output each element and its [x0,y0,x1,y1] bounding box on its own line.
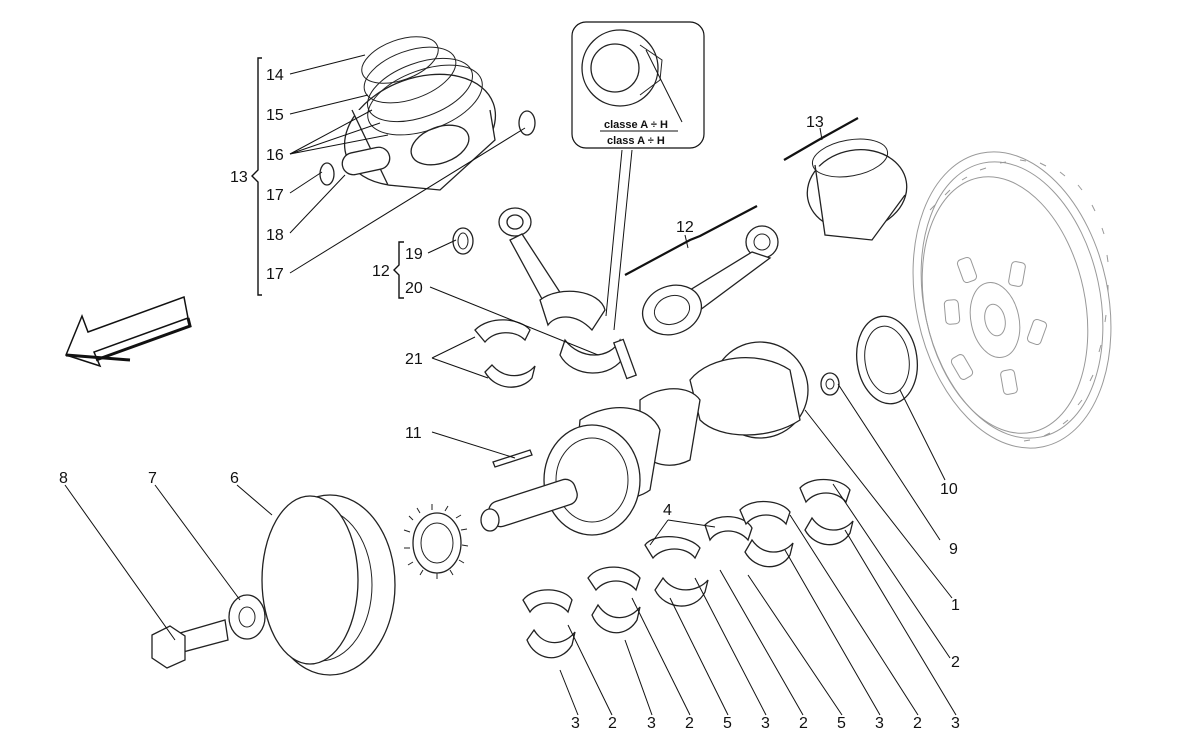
callout-8: 8 [59,470,68,487]
callout-3-c: 3 [761,715,770,732]
callout-20: 20 [405,280,423,297]
callout-labels: 14 15 16 13 17 18 17 19 12 20 21 11 12 1… [59,67,960,732]
washer-inner [238,606,256,628]
callout-18: 18 [266,227,284,244]
rod-bearing-shells-drawing [474,319,536,388]
callout-12-top: 12 [676,219,694,236]
connecting-rod-assembled-drawing [641,225,779,336]
pilot-bushing-inner [825,378,835,390]
woodruff-key-drawing [492,449,533,468]
crank-pulley-drawing [261,494,396,676]
callout-6: 6 [230,470,239,487]
callout-19: 19 [405,246,423,263]
callout-1: 1 [951,597,960,614]
flywheel-drawing [912,151,1112,449]
main-bearing-shells-drawing [522,478,854,659]
direction-arrow-icon [64,295,192,368]
callout-15: 15 [266,107,284,124]
callout-5-b: 5 [837,715,846,732]
callout-17-upper: 17 [266,187,284,204]
callout-2-b: 2 [685,715,694,732]
leader-lines [64,54,957,716]
callout-4: 4 [663,502,672,519]
callout-2-right: 2 [951,654,960,671]
washer-drawing [228,594,266,640]
callout-7: 7 [148,470,157,487]
callout-10: 10 [940,481,958,498]
callout-17-lower: 17 [266,266,284,283]
callout-2-d: 2 [913,715,922,732]
callout-3-e: 3 [951,715,960,732]
callout-11: 11 [405,425,422,442]
pulley-bolt-drawing [151,619,229,669]
callout-3-a: 3 [571,715,580,732]
callout-13-top: 13 [806,114,824,131]
callout-12-left: 12 [372,263,390,280]
pilot-bushing-drawing [820,372,840,396]
callout-21: 21 [405,351,423,368]
connecting-rod-exploded-drawing [452,207,638,380]
callout-3-d: 3 [875,715,884,732]
rear-oil-seal-inner [864,325,910,395]
bearing-class-inset: classe A ÷ H class A ÷ H [571,21,705,149]
bracket-13-top [783,117,859,161]
crankshaft-drawing [480,341,809,536]
callout-3-b: 3 [647,715,656,732]
piston-right-drawing [806,138,908,241]
bracket-12-top [624,205,758,276]
callout-14: 14 [266,67,284,84]
inset-class-label-it: classe A ÷ H [604,119,668,131]
callout-9: 9 [949,541,958,558]
bracket-12-left [393,241,404,299]
callout-16: 16 [266,147,284,164]
piston-assembly-drawing [319,36,536,191]
callout-13-left: 13 [230,169,248,186]
callout-2-c: 2 [799,715,808,732]
inset-class-label-en: class A ÷ H [607,135,665,147]
callout-5-a: 5 [723,715,732,732]
bracket-13-left [251,57,262,296]
callout-2-a: 2 [608,715,617,732]
timing-gear-drawing [403,504,469,579]
